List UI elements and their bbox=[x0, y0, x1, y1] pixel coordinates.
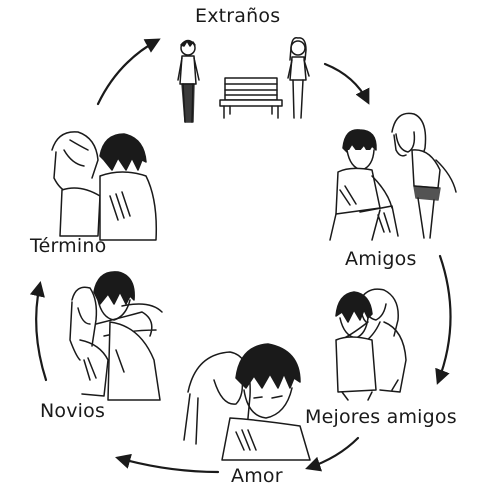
seated-boy-torso bbox=[335, 167, 381, 215]
friends-illustration bbox=[329, 112, 457, 241]
cycle-arrows bbox=[29, 38, 452, 474]
boy-body bbox=[179, 55, 197, 85]
girl-head bbox=[290, 40, 306, 56]
bench-back bbox=[224, 77, 278, 101]
leaning-girl-arm bbox=[435, 159, 457, 193]
couple-illustration bbox=[69, 271, 163, 401]
piggyback-boy-face bbox=[339, 317, 369, 339]
couple-girl-body bbox=[79, 339, 109, 397]
love-girl-face bbox=[213, 377, 244, 405]
stage-label-extranos: Extraños bbox=[195, 5, 281, 27]
piggyback-girl-hair bbox=[359, 288, 399, 337]
best-friends-illustration bbox=[335, 288, 407, 401]
stage-label-amor: Amor bbox=[231, 465, 283, 487]
breakup-boy-hair bbox=[99, 133, 147, 171]
piggyback-girl-body bbox=[379, 321, 407, 393]
leaning-girl-legs bbox=[417, 197, 435, 239]
breakup-boy-back bbox=[99, 171, 158, 241]
love-shading bbox=[235, 429, 257, 451]
couple-boy-body bbox=[107, 321, 161, 401]
seated-boy-hair bbox=[342, 129, 377, 153]
leaning-girl-hair bbox=[391, 112, 427, 165]
piggyback-boy-body bbox=[335, 336, 377, 393]
love-boy-eye bbox=[253, 395, 283, 399]
love-illustration bbox=[183, 343, 311, 461]
arrow-extranos-to-amigos bbox=[323, 62, 370, 105]
boy-legs-fill bbox=[181, 83, 195, 123]
arrow-amor-to-novios bbox=[115, 453, 220, 474]
girl-legs bbox=[292, 79, 304, 119]
boy-arms bbox=[177, 57, 200, 81]
breakup-illustration bbox=[51, 131, 158, 241]
stage-label-novios: Novios bbox=[40, 400, 106, 422]
girl-top bbox=[289, 56, 307, 81]
stage-label-amigos: Amigos bbox=[345, 248, 417, 270]
boy-hair bbox=[180, 39, 196, 47]
love-boy-hair bbox=[235, 343, 301, 389]
arrow-novios-to-termino bbox=[29, 280, 48, 382]
breakup-boy-shading bbox=[109, 191, 131, 221]
arrow-termino-to-extranos bbox=[96, 38, 161, 106]
breakup-girl-body bbox=[59, 187, 101, 237]
bench-seat bbox=[219, 99, 283, 107]
leaning-girl-top bbox=[411, 149, 441, 189]
piggyback-girl-face bbox=[363, 303, 387, 321]
arrow-mejores-to-amor bbox=[305, 436, 360, 472]
piggyback-legs bbox=[341, 379, 399, 401]
seated-boy-face bbox=[346, 149, 375, 171]
seated-boy-shading bbox=[339, 185, 391, 233]
couple-shading bbox=[83, 349, 125, 381]
leaning-girl-shorts bbox=[413, 185, 441, 201]
couple-boy-hair bbox=[93, 271, 135, 305]
love-boy-body bbox=[221, 417, 311, 461]
couple-girl-face bbox=[77, 307, 91, 325]
girl-hair bbox=[289, 36, 307, 61]
love-boy-face bbox=[243, 387, 293, 419]
stage-label-termino: Término bbox=[30, 235, 107, 257]
leaning-girl-face bbox=[395, 131, 416, 153]
bench-legs bbox=[223, 105, 279, 119]
piggyback-boy-hair bbox=[335, 291, 373, 323]
seated-boy-arm bbox=[371, 175, 393, 209]
couple-girl-hair bbox=[69, 286, 98, 361]
stage-label-mejores-amigos: Mejores amigos bbox=[305, 406, 457, 428]
arrow-amigos-to-mejores bbox=[435, 254, 452, 385]
strangers-illustration bbox=[177, 36, 310, 123]
bench-slats bbox=[224, 83, 278, 96]
girl-arms bbox=[287, 59, 310, 79]
breakup-girl-hand-face bbox=[63, 139, 89, 167]
